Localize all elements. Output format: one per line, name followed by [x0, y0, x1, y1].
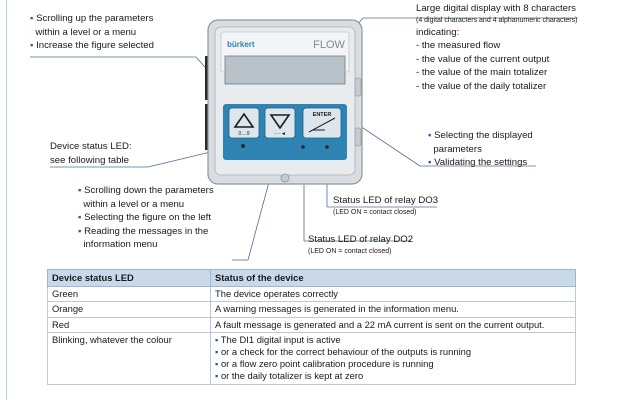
table-cell-status: The device operates correctly: [210, 286, 576, 303]
label-relay-do2: Status LED of relay DO2 (LED ON = contac…: [308, 234, 414, 255]
label-scroll-up: ▪ Scrolling up the parameters within a l…: [30, 13, 154, 52]
model-label: FLOW: [313, 39, 345, 51]
relay-do3-led: [325, 145, 329, 149]
up-key-caption: 0....9: [238, 131, 249, 137]
down-arrow-icon: [269, 114, 291, 130]
table-cell-status: ▪ The DI1 digital input is active ▪ or a…: [210, 331, 576, 385]
label-relay-do3: Status LED of relay DO3 (LED ON = contac…: [333, 195, 439, 216]
brand-logo: bürkert: [227, 40, 255, 49]
down-key-caption: ····◄: [274, 131, 286, 137]
lcd-display: [224, 55, 346, 85]
label-scroll-down: ▪ Scrolling down the parameters within a…: [78, 185, 214, 251]
table-header-status: Status of the device: [210, 268, 576, 288]
up-key[interactable]: 0....9: [228, 107, 260, 139]
enter-key[interactable]: ENTER: [302, 107, 342, 139]
cover-screw: [280, 173, 290, 183]
label-select: ▪ Selecting the displayed parameters ▪ V…: [428, 130, 533, 169]
table-cell-led: Orange: [47, 301, 211, 318]
table-cell-led: Red: [47, 316, 211, 333]
label-display: Large digital display with 8 characters …: [416, 3, 578, 92]
table-header-row: Device status LED Status of the device: [47, 268, 576, 288]
table-row: Blinking, whatever the colour ▪ The DI1 …: [47, 331, 576, 385]
table-cell-led: Green: [47, 286, 211, 303]
device-status-table: Device status LED Status of the device G…: [47, 268, 576, 385]
table-row: Green The device operates correctly: [47, 286, 576, 303]
table-row: Orange A warning messages is generated i…: [47, 301, 576, 318]
down-key[interactable]: ····◄: [264, 107, 296, 139]
flow-transmitter-illustration: bürkert FLOW 0....9 ····◄ ENTER: [205, 19, 363, 185]
table-row: Red A fault message is generated and a 2…: [47, 316, 576, 333]
table-header-led: Device status LED: [47, 268, 211, 288]
relay-do2-led: [301, 145, 305, 149]
table-cell-status: A fault message is generated and a 22 mA…: [210, 316, 576, 333]
device-status-led: [241, 144, 245, 148]
page-margin-rule: [6, 0, 7, 400]
enter-key-label: ENTER: [313, 112, 332, 118]
table-cell-status: A warning messages is generated in the i…: [210, 301, 576, 318]
label-status-led: Device status LED: see following table: [50, 141, 132, 166]
up-arrow-icon: [233, 112, 255, 128]
table-cell-led: Blinking, whatever the colour: [47, 331, 211, 385]
